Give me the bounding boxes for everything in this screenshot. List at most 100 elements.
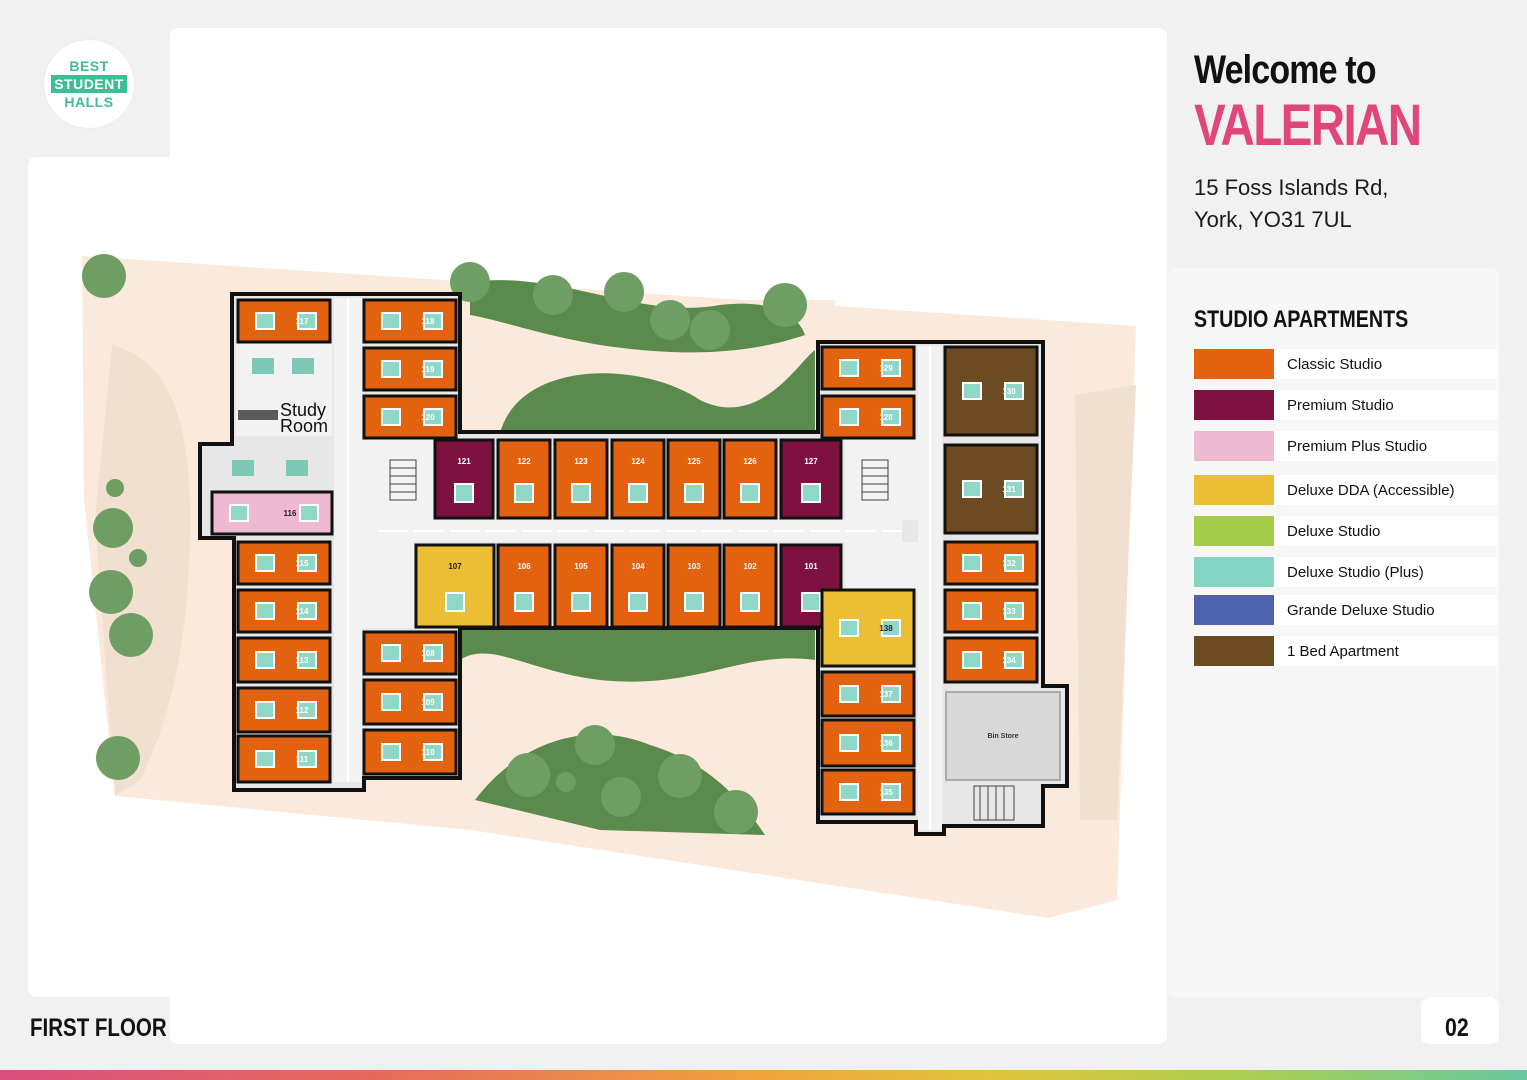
room-137[interactable]: 137 [820,670,916,718]
address-line-2: York, YO31 7UL [1194,207,1352,232]
legend-label: Deluxe Studio (Plus) [1274,557,1497,587]
bathroom-icon [1004,602,1024,620]
room-122[interactable]: 122 [496,438,552,520]
room-105[interactable]: 105 [553,543,609,629]
study-room-label: Study [280,400,326,420]
room-135[interactable]: 135 [820,768,916,816]
legend-item-classic-studio: Classic Studio [1194,349,1497,379]
room-number: 107 [448,562,462,571]
room-110[interactable]: 110 [362,728,458,776]
bathroom-icon [881,359,901,377]
room-117[interactable]: 117 [236,298,332,344]
room-102[interactable]: 102 [722,543,778,629]
room-112[interactable]: 112 [236,686,332,734]
desk-icons [232,358,314,476]
bed-icon [801,483,821,503]
bathroom-icon [881,619,901,637]
bed-icon [628,592,648,612]
room-115[interactable]: 115 [236,540,332,586]
bed-icon [229,504,249,522]
room-114[interactable]: 114 [236,588,332,634]
legend-item-grande-deluxe-studio: Grande Deluxe Studio [1194,595,1497,625]
page-number-panel [1421,997,1499,1044]
room-number: 127 [804,457,818,466]
room-136[interactable]: 136 [820,718,916,768]
green-area [460,630,815,682]
room-number: 119 [422,365,435,374]
bed-icon [801,592,821,612]
room-120[interactable]: 120 [362,394,458,440]
room-number: 130 [1002,387,1016,396]
room-138[interactable]: 138 [820,588,916,668]
room-127[interactable]: 127 [779,438,843,520]
room-number: 114 [296,607,309,616]
legend-item-deluxe-dda: Deluxe DDA (Accessible) [1194,475,1497,505]
bed-icon [839,619,859,637]
bed-icon [514,483,534,503]
bed-icon [740,483,760,503]
room-123[interactable]: 123 [553,438,609,520]
room-106[interactable]: 106 [496,543,552,629]
bed-icon [255,750,275,768]
room-104[interactable]: 104 [610,543,666,629]
legend-label: Premium Plus Studio [1274,431,1497,461]
room-number: 135 [879,788,893,797]
room-number: 133 [1002,607,1016,616]
room-number: 113 [296,656,309,665]
legend-item-deluxe-studio-plus: Deluxe Studio (Plus) [1194,557,1497,587]
legend-item-premium-studio: Premium Studio [1194,390,1497,420]
room-121[interactable]: 121 [433,438,495,520]
room-131[interactable]: 131 [943,443,1039,535]
bed-icon [962,382,982,400]
room-101[interactable]: 101 [779,543,843,629]
legend-item-1-bed-apartment: 1 Bed Apartment [1194,636,1497,666]
legend-swatch [1194,475,1274,505]
gradient-bar [0,1070,1527,1080]
bed-icon [255,651,275,669]
room-number: 131 [1002,485,1016,494]
bathroom-icon [881,408,901,426]
room-128[interactable]: 128 [820,394,916,440]
floor-label: FIRST FLOOR [30,1014,167,1042]
green-area [500,350,815,433]
room-116[interactable]: 116 [210,490,334,536]
room-107[interactable]: 107 [414,543,496,629]
bathroom-icon [297,602,317,620]
brand-logo[interactable]: BEST STUDENT HALLS [44,40,134,128]
room-108[interactable]: 108 [362,630,458,676]
stairs [389,459,1015,821]
bathroom-icon [881,734,901,752]
room-129[interactable]: 129 [820,345,916,391]
room-number: 118 [422,317,435,326]
bed-icon [381,644,401,662]
address-line-1: 15 Foss Islands Rd, [1194,175,1389,200]
room-number: 121 [457,457,471,466]
room-number: 106 [517,562,531,571]
room-125[interactable]: 125 [666,438,722,520]
legend-label: Grande Deluxe Studio [1274,595,1497,625]
legend-swatch [1194,557,1274,587]
room-number: 112 [296,706,309,715]
room-number: 123 [574,457,588,466]
room-103[interactable]: 103 [666,543,722,629]
room-111[interactable]: 111 [236,734,332,784]
bathroom-icon [297,312,317,330]
room-132[interactable]: 132 [943,540,1039,586]
room-130[interactable]: 130 [943,345,1039,437]
room-number: 122 [517,457,531,466]
room-133[interactable]: 133 [943,588,1039,634]
room-113[interactable]: 113 [236,636,332,684]
room-126[interactable]: 126 [722,438,778,520]
room-124[interactable]: 124 [610,438,666,520]
room-109[interactable]: 109 [362,678,458,726]
room-119[interactable]: 119 [362,346,458,392]
room-number: 132 [1002,559,1016,568]
room-118[interactable]: 118 [362,298,458,344]
room-134[interactable]: 134 [943,636,1039,684]
room-number: 126 [743,457,757,466]
legend-label: 1 Bed Apartment [1274,636,1497,666]
welcome-heading: Welcome to [1194,48,1377,92]
legend-label: Premium Studio [1274,390,1497,420]
logo-line-1: BEST [69,58,109,74]
bed-icon [454,483,474,503]
